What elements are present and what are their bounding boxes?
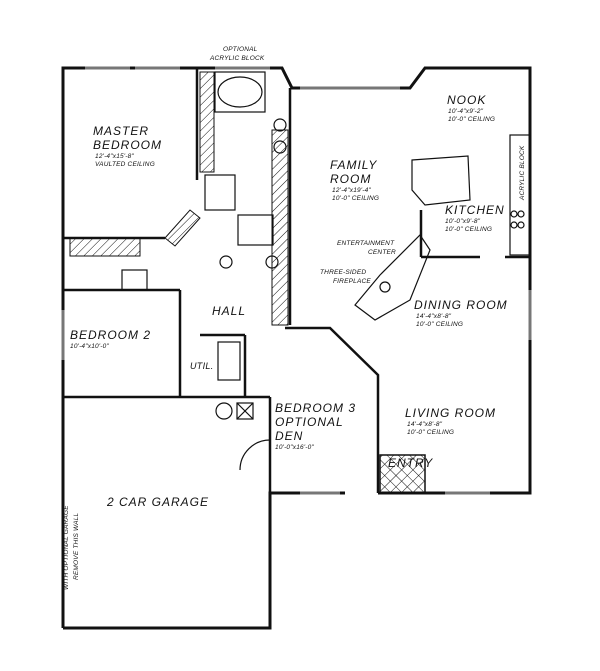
kitchen-dims: 10'-0"x9'-8" — [445, 218, 481, 225]
garage-label: 2 CAR GARAGE — [107, 495, 210, 509]
master-bedroom-ceiling: VAULTED CEILING — [95, 161, 155, 168]
fireplace-note: THREE-SIDED — [320, 269, 367, 276]
nook-label: NOOK — [447, 93, 487, 107]
living-room-ceiling: 10'-0" CEILING — [407, 429, 455, 436]
nook-dims: 10'-4"x9'-2" — [448, 108, 484, 115]
bedroom-2-label: BEDROOM 2 — [70, 328, 152, 342]
bedroom-3-optional-label: OPTIONAL — [275, 415, 344, 429]
master-bedroom-label-2: BEDROOM — [93, 138, 163, 152]
garage-wall-note: WITH OPTIONAL GARAGE — [63, 505, 70, 590]
utility-label: UTIL. — [190, 361, 214, 371]
exterior-walls — [61, 66, 532, 630]
dining-room-dims: 14'-4"x8'-8" — [416, 313, 452, 320]
entertainment-center-note-2: CENTER — [368, 249, 396, 256]
fireplace-note-2: FIREPLACE — [333, 278, 371, 285]
family-room-ceiling: 10'-0" CEILING — [332, 195, 380, 202]
family-room-label-2: ROOM — [330, 172, 372, 186]
bathtub — [217, 76, 263, 108]
living-room-dims: 14'-4"x8'-8" — [407, 421, 443, 428]
acrylic-block-note: ACRYLIC BLOCK — [519, 145, 526, 200]
optional-acrylic-note-2: ACRYLIC BLOCK — [210, 55, 265, 62]
family-room-dims: 12'-4"x19'-4" — [332, 187, 371, 194]
family-room-label: FAMILY — [330, 158, 378, 172]
optional-acrylic-note: OPTIONAL — [223, 46, 258, 53]
dining-room-label: DINING ROOM — [414, 298, 508, 312]
fixtures — [121, 71, 531, 471]
bedroom-3-dims: 10'-0"x16'-0" — [275, 444, 314, 451]
kitchen-ceiling: 10'-0" CEILING — [445, 226, 493, 233]
nook-ceiling: 10'-0" CEILING — [448, 116, 496, 123]
master-bedroom-label: MASTER — [93, 124, 150, 138]
kitchen-label: KITCHEN — [445, 203, 505, 217]
bedroom-3-label: BEDROOM 3 — [275, 401, 357, 415]
dining-room-ceiling: 10'-0" CEILING — [416, 321, 464, 328]
entertainment-center-note: ENTERTAINMENT — [337, 240, 395, 247]
den-label: DEN — [275, 429, 304, 443]
bedroom-2-dims: 10'-4"x10'-0" — [70, 343, 109, 350]
living-room-label: LIVING ROOM — [405, 406, 497, 420]
entry-label: ENTRY — [388, 456, 434, 470]
master-bedroom-dims: 12'-4"x15'-8" — [95, 153, 134, 160]
entry-tile — [379, 454, 426, 494]
hatched-walls — [69, 71, 289, 326]
garage-wall-note-2: REMOVE THIS WALL — [73, 512, 80, 580]
windows — [61, 66, 532, 495]
hall-label: HALL — [212, 304, 247, 318]
